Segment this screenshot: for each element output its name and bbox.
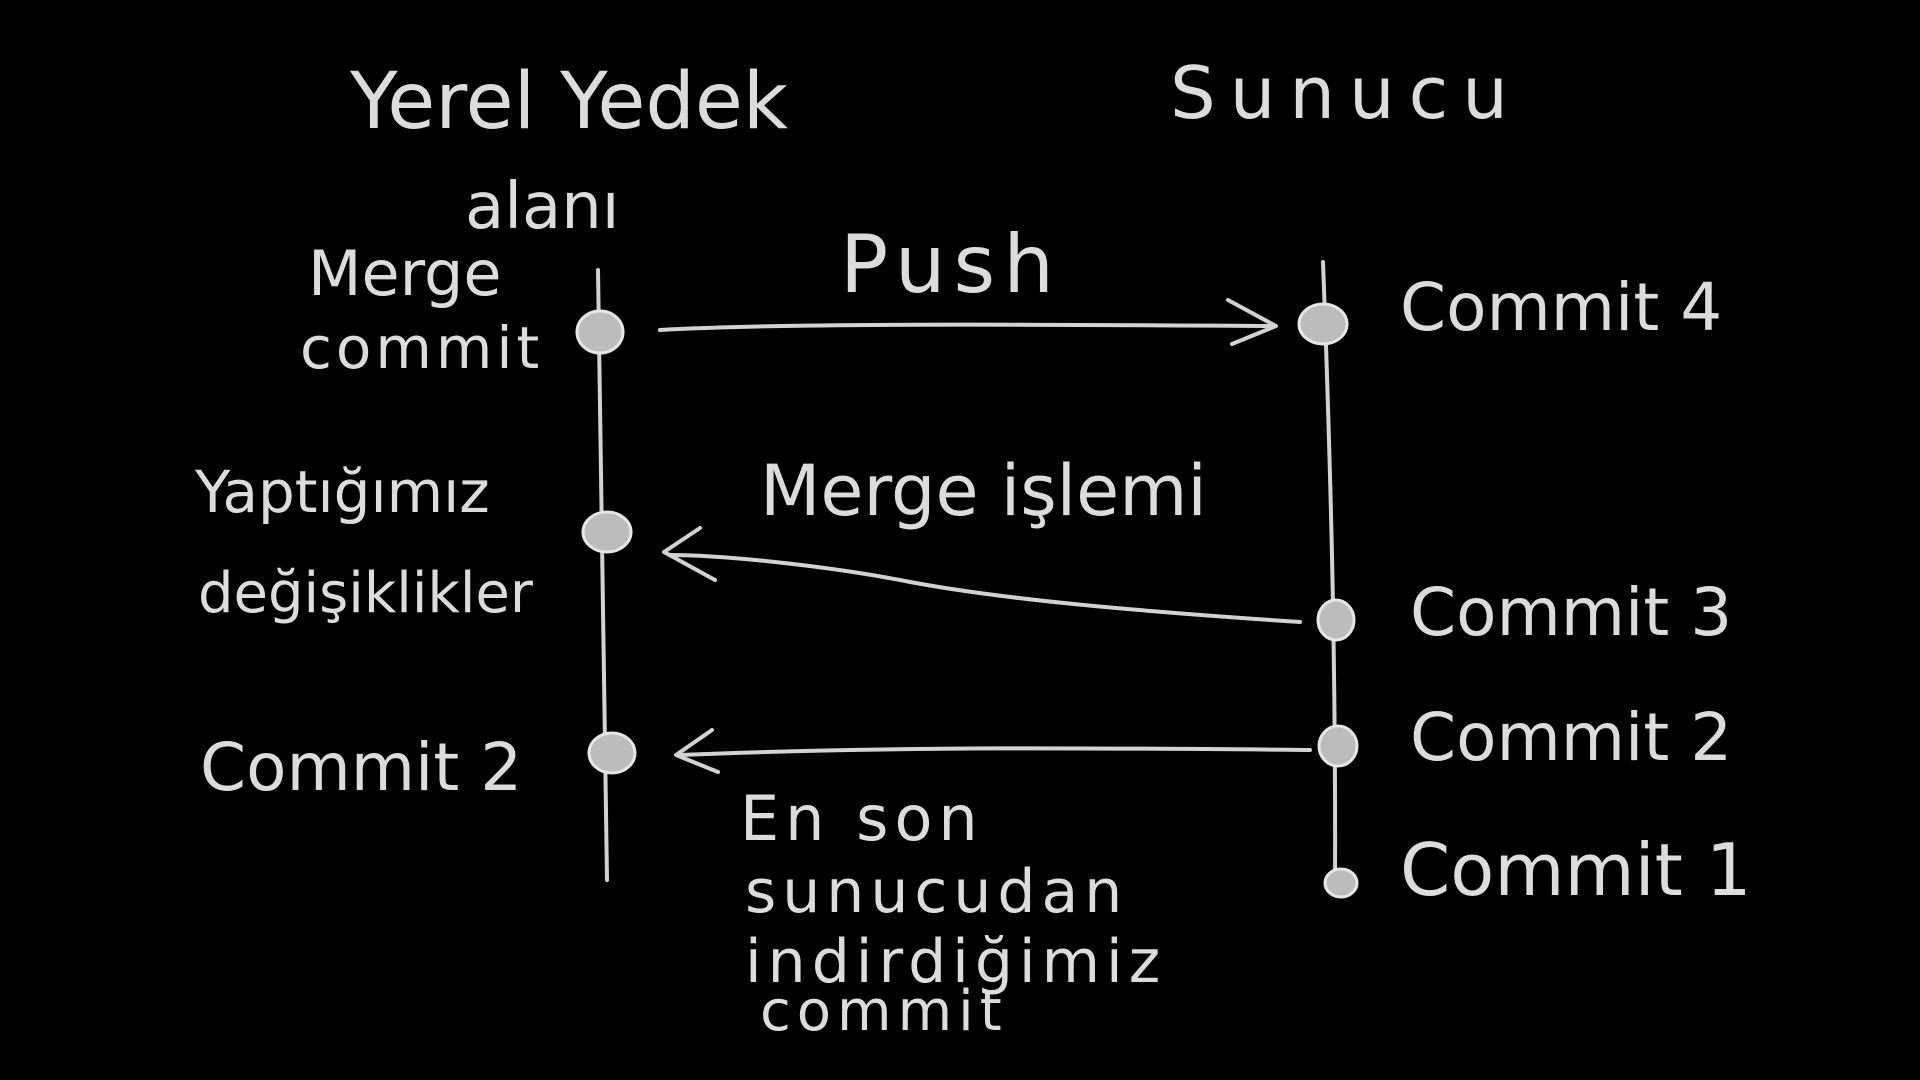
local-title-line1: Yerel Yedek <box>349 57 788 147</box>
download-label-line4: commit <box>760 979 1008 1044</box>
local-commit2-node <box>587 731 637 775</box>
server-commit4-node <box>1297 302 1349 346</box>
server-commit1-label: Commit 1 <box>1400 828 1752 912</box>
download-label-line2: sunucudan <box>745 857 1128 927</box>
local-merge-commit-node <box>575 309 625 355</box>
push-label: Push <box>840 218 1062 311</box>
local-merge-commit-label-line1: Merge <box>308 237 502 310</box>
local-title-line2: alanı <box>465 170 620 244</box>
server-commit1-node <box>1323 867 1359 899</box>
local-commit2-label: Commit 2 <box>200 729 522 806</box>
local-timeline <box>596 268 609 882</box>
download-arrow-head <box>674 728 720 774</box>
push-arrow-line <box>658 322 1274 332</box>
server-commit4-label: Commit 4 <box>1400 269 1722 346</box>
server-commit3-node <box>1316 598 1356 642</box>
server-timeline <box>1321 260 1338 892</box>
server-commit3-label: Commit 3 <box>1410 574 1732 651</box>
local-changes-label-line2: değişiklikler <box>198 561 534 626</box>
download-arrow-line <box>678 746 1312 757</box>
local-merge-commit-label-line2: commit <box>300 314 543 382</box>
download-label-line1: En son <box>740 782 984 855</box>
merge-label: Merge işlemi <box>760 450 1207 532</box>
server-commit2-node <box>1317 724 1359 768</box>
local-changes-node <box>581 510 633 554</box>
merge-arrow-line <box>668 553 1302 624</box>
push-arrow-head <box>1226 298 1278 346</box>
local-changes-label-line1: Yaptığımız <box>194 458 490 526</box>
merge-arrow-head <box>662 526 717 582</box>
server-commit2-label: Commit 2 <box>1410 699 1732 776</box>
server-title: Sunucu <box>1170 51 1522 135</box>
download-label-line3: indirdiğimiz <box>745 927 1166 997</box>
